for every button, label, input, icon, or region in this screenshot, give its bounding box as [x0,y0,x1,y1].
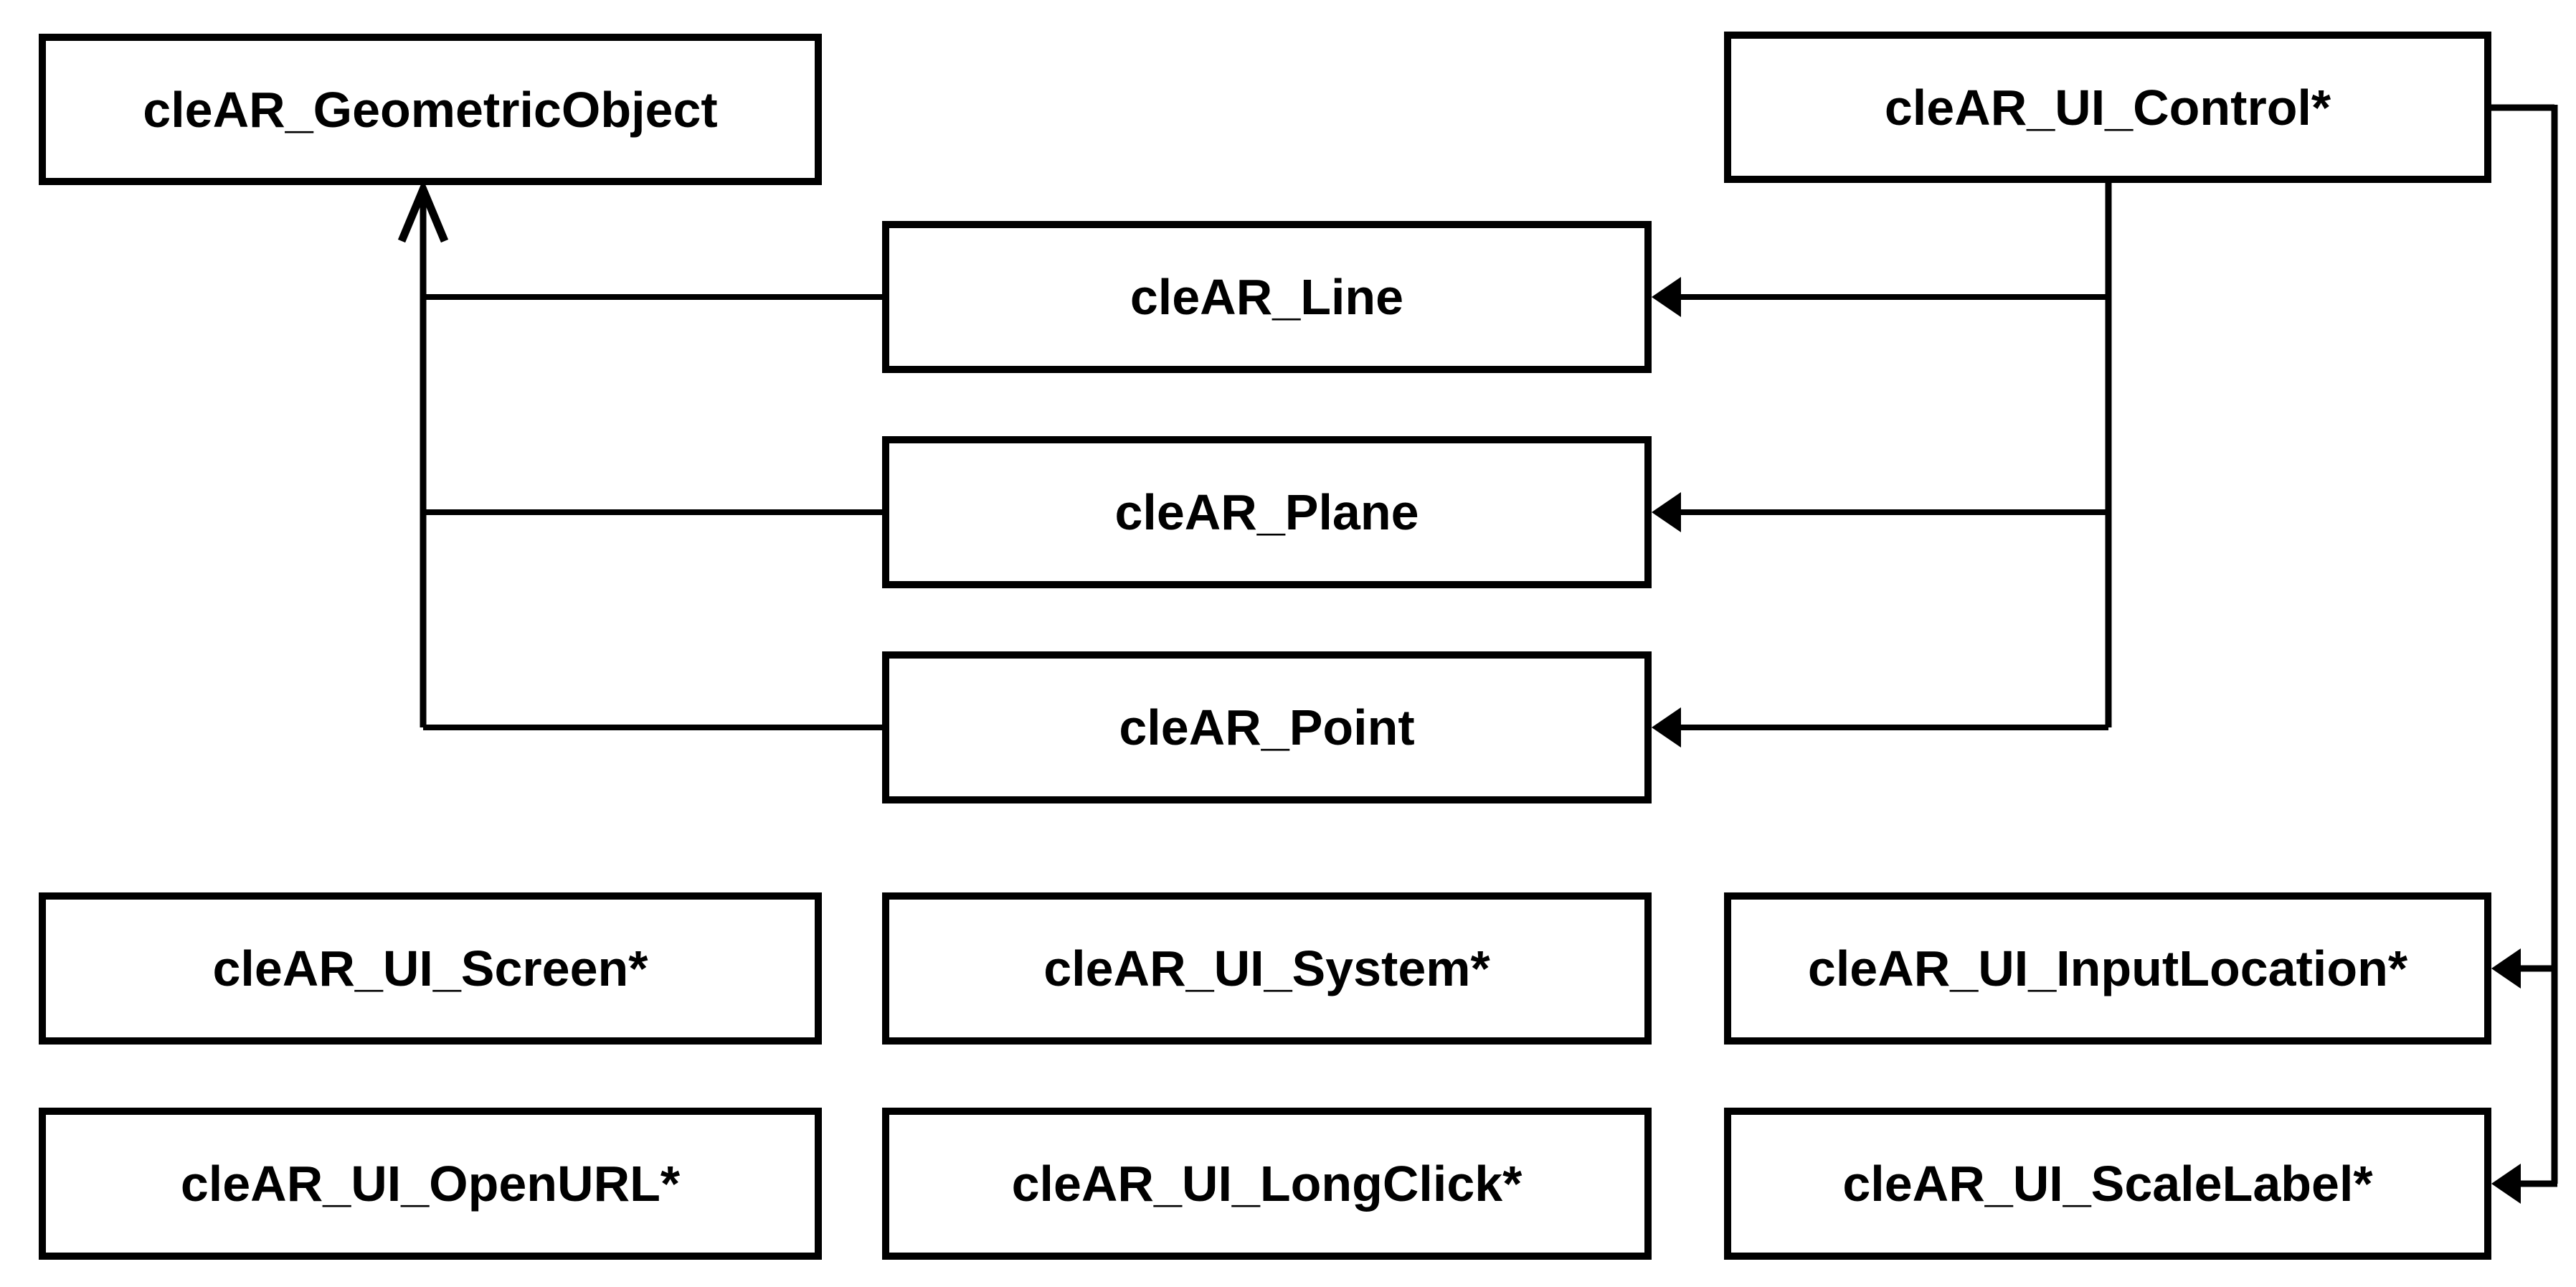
node-label-ui-scalelabel: cleAR_UI_ScaleLabel* [1842,1156,2373,1212]
node-label-ui-openurl: cleAR_UI_OpenURL* [180,1156,681,1212]
node-label-geometricobject: cleAR_GeometricObject [143,81,718,138]
node-cleAR-UI-Control: cleAR_UI_Control* [1724,32,2491,183]
open-arrowhead-geometricobject [397,179,449,243]
node-label-ui-inputlocation: cleAR_UI_InputLocation* [1807,940,2408,996]
node-label-point: cleAR_Point [1119,699,1415,755]
node-label-line: cleAR_Line [1130,269,1404,325]
node-cleAR-Line: cleAR_Line [882,221,1652,373]
node-label-ui-system: cleAR_UI_System* [1043,940,1490,996]
node-label-ui-control: cleAR_UI_Control* [1884,79,2331,136]
node-cleAR-Plane: cleAR_Plane [882,436,1652,588]
filled-arrowhead-scalelabel [2491,1164,2521,1204]
filled-arrowhead-inputlocation [2491,948,2521,989]
node-cleAR-Point: cleAR_Point [882,651,1652,803]
node-cleAR-UI-System: cleAR_UI_System* [882,892,1652,1045]
node-cleAR-UI-OpenURL: cleAR_UI_OpenURL* [39,1108,822,1260]
node-cleAR-UI-InputLocation: cleAR_UI_InputLocation* [1724,892,2491,1045]
filled-arrowhead-line [1652,277,1681,317]
node-cleAR-GeometricObject: cleAR_GeometricObject [39,34,822,185]
node-label-ui-screen: cleAR_UI_Screen* [212,940,648,996]
node-cleAR-UI-ScaleLabel: cleAR_UI_ScaleLabel* [1724,1108,2491,1260]
filled-arrowhead-plane [1652,492,1681,532]
node-label-plane: cleAR_Plane [1114,484,1419,540]
filled-arrowhead-point [1652,707,1681,748]
node-cleAR-UI-LongClick: cleAR_UI_LongClick* [882,1108,1652,1260]
node-label-ui-longclick: cleAR_UI_LongClick* [1011,1156,1523,1212]
node-cleAR-UI-Screen: cleAR_UI_Screen* [39,892,822,1045]
